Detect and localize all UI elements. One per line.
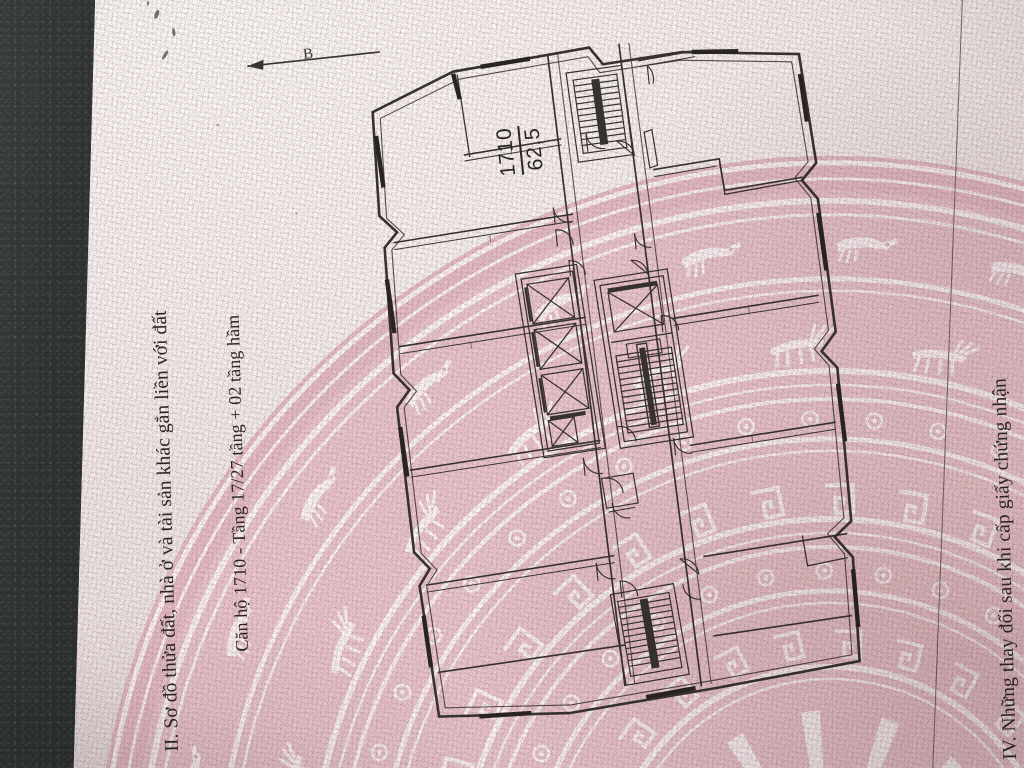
north-arrow: B — [233, 38, 384, 88]
paper-speck — [216, 123, 219, 127]
unit-number: 1710 — [492, 126, 521, 178]
unit-area-label: 1710 62,5 — [492, 124, 547, 178]
floor-plan-drawing — [350, 3, 880, 747]
compass-label: B — [302, 46, 314, 63]
certificate-paper: 1710 62,5 B — [72, 0, 1024, 768]
